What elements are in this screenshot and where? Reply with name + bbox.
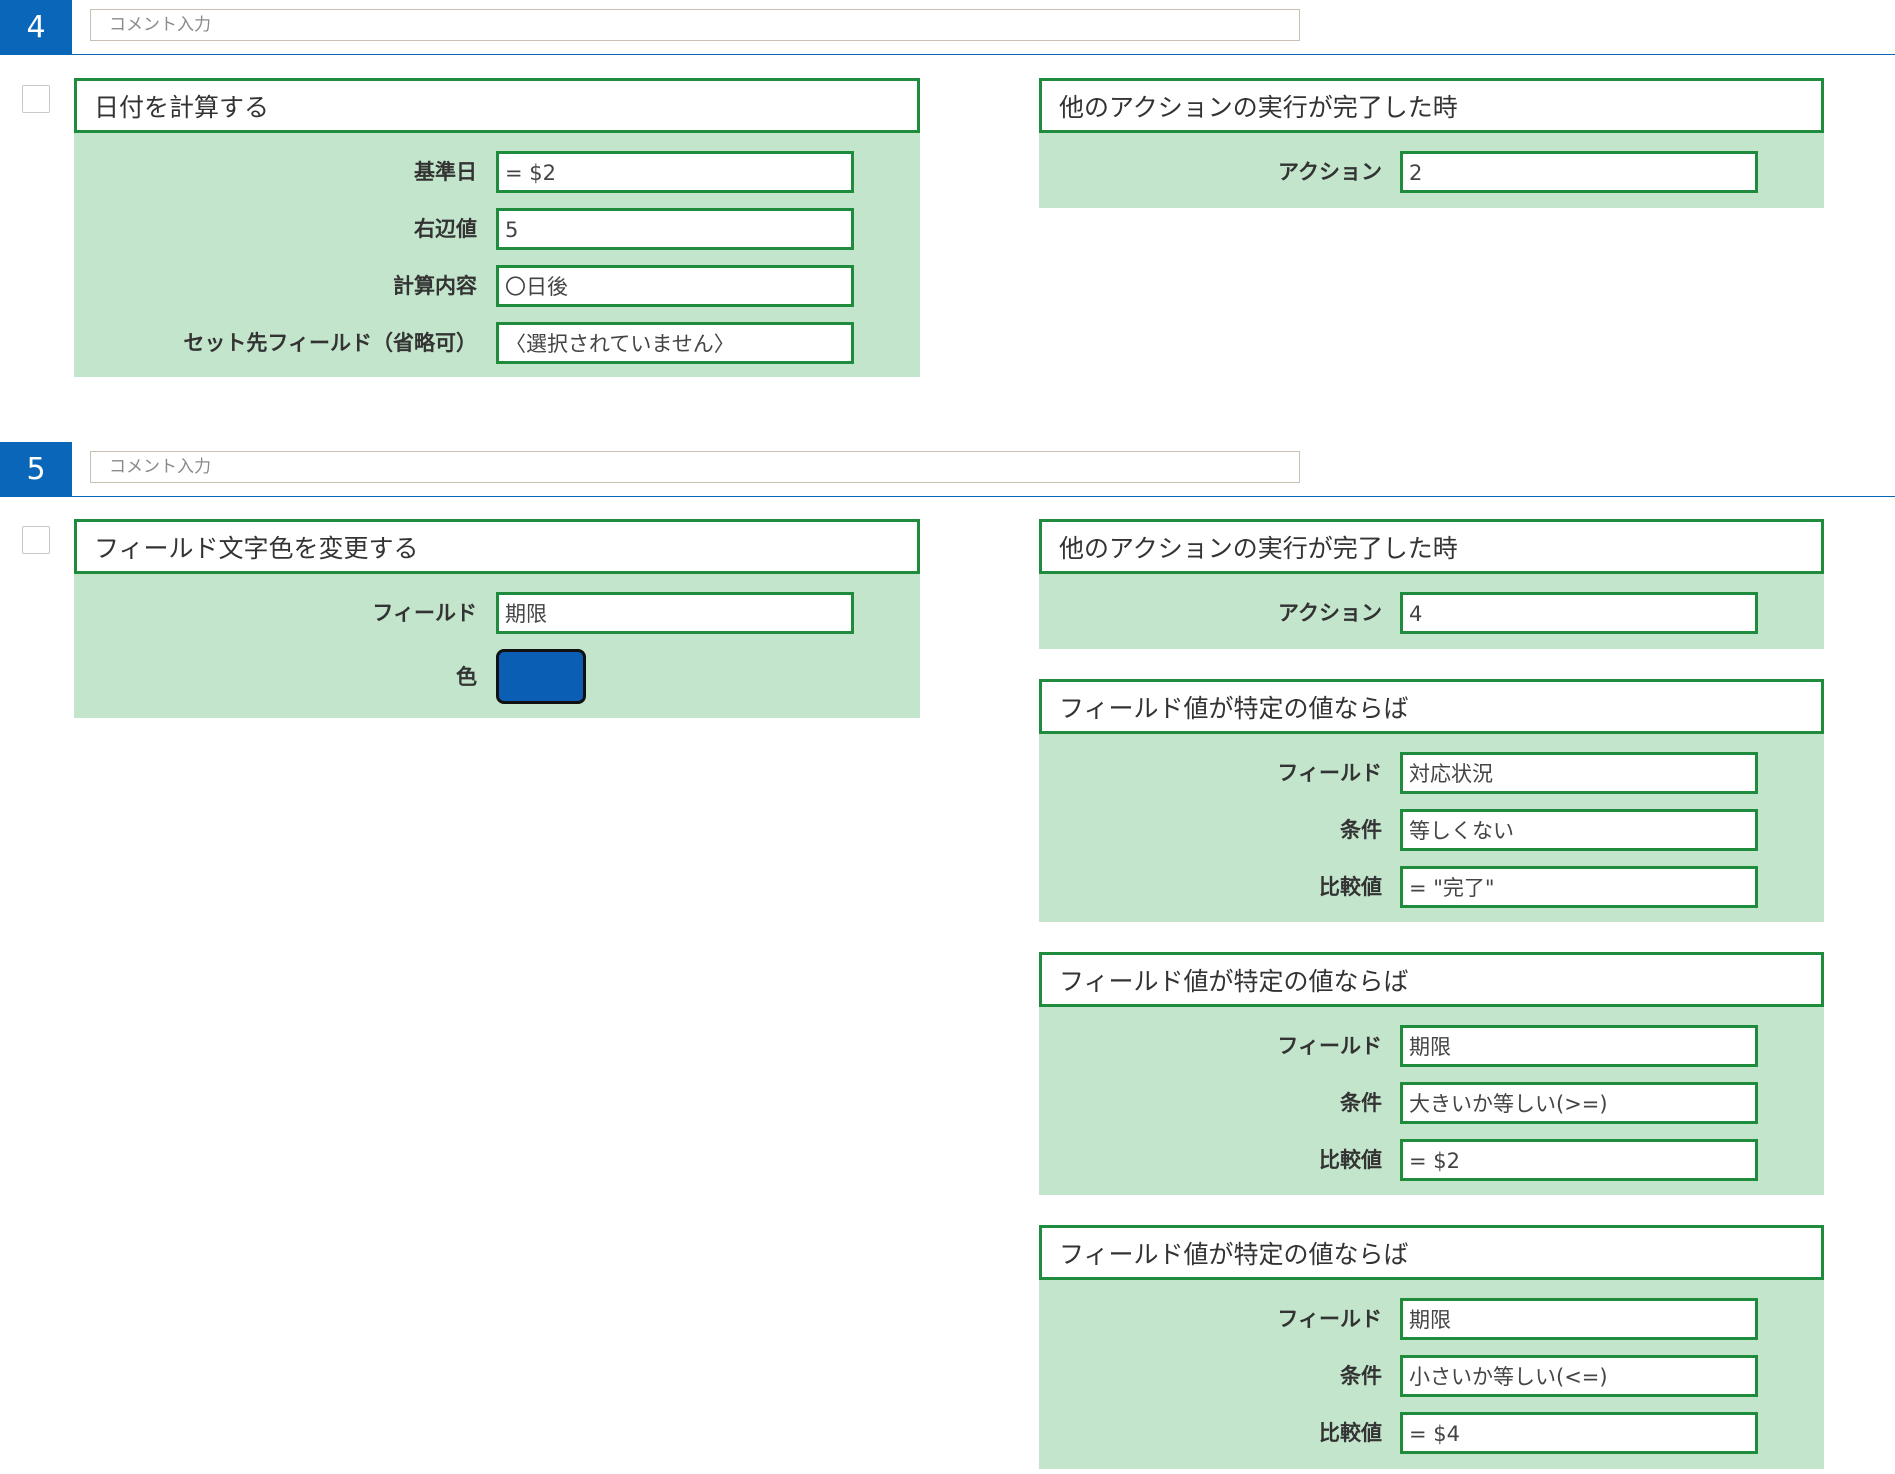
condition-title[interactable]: フィールド値が特定の値ならば	[1039, 952, 1824, 1007]
condition-title[interactable]: 他のアクションの実行が完了した時	[1039, 78, 1824, 133]
field-row: フィールド 期限	[74, 592, 920, 649]
field-label: 右辺値	[414, 217, 477, 241]
color-label: 色	[456, 665, 477, 689]
action-title[interactable]: フィールド文字色を変更する	[74, 519, 920, 574]
comment-input[interactable]	[90, 451, 1300, 483]
step-divider	[72, 54, 1895, 55]
condition-card: 他のアクションの実行が完了した時 アクション 2	[1039, 78, 1824, 208]
field-row: フィールド 期限	[1039, 1025, 1824, 1082]
field-label: 比較値	[1319, 1148, 1382, 1172]
field-row: アクション 2	[1039, 151, 1824, 208]
field-value[interactable]: 2	[1400, 151, 1758, 193]
field-value[interactable]: 〈選択されていません〉	[496, 322, 854, 364]
field-row: 右辺値 5	[74, 208, 920, 265]
step-header: 4	[0, 0, 1895, 55]
field-row: フィールド 期限	[1039, 1298, 1824, 1355]
field-value[interactable]: 期限	[496, 592, 854, 634]
condition-card: フィールド値が特定の値ならば フィールド 期限 条件 大きいか等しい(>=) 比…	[1039, 952, 1824, 1195]
field-row: 比較値 = $2	[1039, 1139, 1824, 1196]
field-value[interactable]: 等しくない	[1400, 809, 1758, 851]
field-row: 比較値 = $4	[1039, 1412, 1824, 1469]
field-value[interactable]: 大きいか等しい(>=)	[1400, 1082, 1758, 1124]
comment-input[interactable]	[90, 9, 1300, 41]
field-label: 条件	[1340, 1364, 1382, 1388]
field-row: 条件 等しくない	[1039, 809, 1824, 866]
action-card: フィールド文字色を変更する フィールド 期限 色	[74, 519, 920, 718]
field-row: 条件 大きいか等しい(>=)	[1039, 1082, 1824, 1139]
field-value[interactable]: = "完了"	[1400, 866, 1758, 908]
step-checkbox[interactable]	[22, 85, 50, 113]
field-label: 計算内容	[393, 274, 477, 298]
field-value[interactable]: = $2	[1400, 1139, 1758, 1181]
field-value[interactable]: 小さいか等しい(<=)	[1400, 1355, 1758, 1397]
field-value[interactable]: 期限	[1400, 1025, 1758, 1067]
field-label: 比較値	[1319, 875, 1382, 899]
step-divider	[72, 496, 1895, 497]
field-label: フィールド	[1277, 1307, 1382, 1331]
step-number: 4	[0, 0, 72, 55]
field-row: 計算内容 〇日後	[74, 265, 920, 322]
condition-card: 他のアクションの実行が完了した時 アクション 4	[1039, 519, 1824, 649]
field-row: アクション 4	[1039, 592, 1824, 649]
field-row: 比較値 = "完了"	[1039, 866, 1824, 923]
field-row: セット先フィールド（省略可） 〈選択されていません〉	[74, 322, 920, 379]
field-label: フィールド	[1277, 1034, 1382, 1058]
field-label: フィールド	[372, 601, 477, 625]
condition-title[interactable]: 他のアクションの実行が完了した時	[1039, 519, 1824, 574]
field-value[interactable]: = $2	[496, 151, 854, 193]
field-value[interactable]: 対応状況	[1400, 752, 1758, 794]
color-row: 色	[74, 649, 920, 706]
field-row: 基準日 = $2	[74, 151, 920, 208]
step-number: 5	[0, 442, 72, 497]
condition-title[interactable]: フィールド値が特定の値ならば	[1039, 1225, 1824, 1280]
action-title[interactable]: 日付を計算する	[74, 78, 920, 133]
field-label: アクション	[1278, 160, 1382, 184]
field-label: 条件	[1340, 818, 1382, 842]
field-value[interactable]: = $4	[1400, 1412, 1758, 1454]
field-value[interactable]: 期限	[1400, 1298, 1758, 1340]
step-checkbox[interactable]	[22, 526, 50, 554]
step-header: 5	[0, 442, 1895, 497]
field-label: アクション	[1278, 601, 1382, 625]
field-label: 基準日	[414, 160, 477, 184]
field-label: セット先フィールド（省略可）	[183, 331, 477, 355]
field-row: 条件 小さいか等しい(<=)	[1039, 1355, 1824, 1412]
condition-card: フィールド値が特定の値ならば フィールド 期限 条件 小さいか等しい(<=) 比…	[1039, 1225, 1824, 1469]
action-card: 日付を計算する 基準日 = $2 右辺値 5 計算内容 〇日後 セット先フィール…	[74, 78, 920, 377]
field-value[interactable]: 5	[496, 208, 854, 250]
condition-title[interactable]: フィールド値が特定の値ならば	[1039, 679, 1824, 734]
field-label: フィールド	[1277, 761, 1382, 785]
condition-card: フィールド値が特定の値ならば フィールド 対応状況 条件 等しくない 比較値 =…	[1039, 679, 1824, 922]
field-label: 条件	[1340, 1091, 1382, 1115]
color-swatch[interactable]	[496, 649, 586, 704]
field-value[interactable]: 4	[1400, 592, 1758, 634]
field-label: 比較値	[1319, 1421, 1382, 1445]
field-row: フィールド 対応状況	[1039, 752, 1824, 809]
field-value[interactable]: 〇日後	[496, 265, 854, 307]
